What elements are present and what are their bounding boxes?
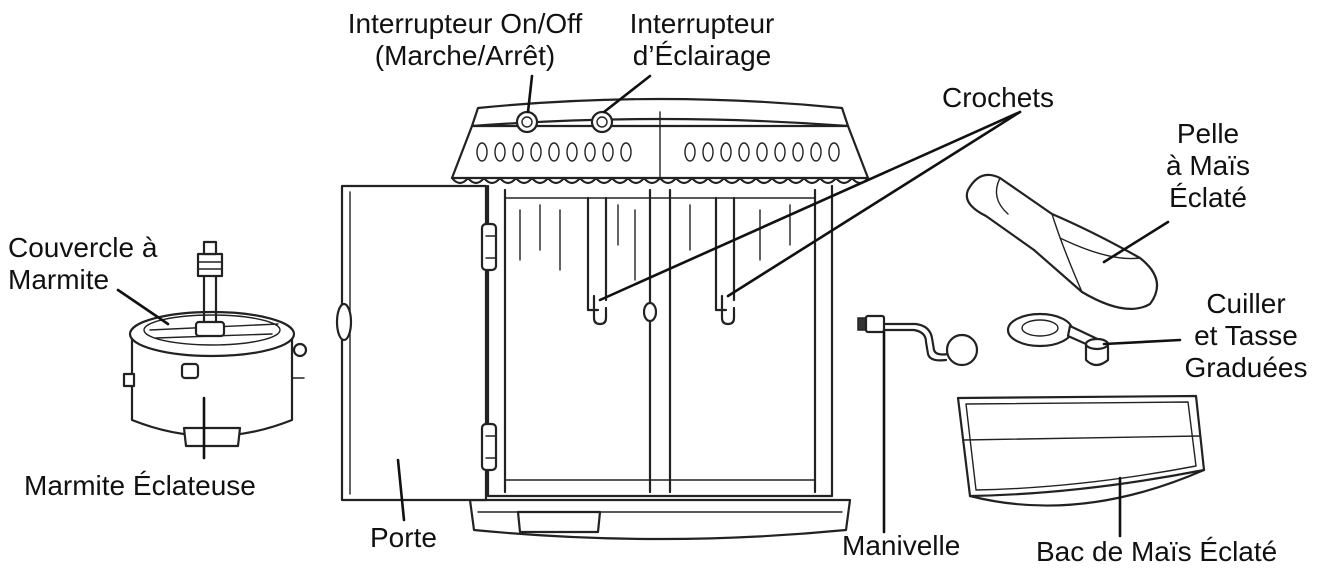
- label-door-text: Porte: [370, 522, 437, 553]
- label-lid: Couvercle à Marmite: [8, 232, 157, 296]
- label-crank: Manivelle: [842, 530, 960, 562]
- label-door: Porte: [370, 522, 437, 554]
- label-switch-onoff-line1: Interrupteur On/Off: [347, 8, 583, 39]
- label-switch-light: Interrupteur d’Éclairage: [592, 8, 812, 72]
- label-spoon-cup-line1: Cuiller: [1206, 288, 1286, 319]
- label-kettle-text: Marmite Éclateuse: [24, 470, 256, 501]
- label-tray-text: Bac de Maïs Éclaté: [1036, 536, 1278, 567]
- label-spoon-cup-line2: et Tasse: [1194, 320, 1298, 351]
- scoop-drawing: [965, 173, 1159, 310]
- label-scoop-line3: Éclaté: [1169, 182, 1247, 213]
- label-switch-onoff-line2: (Marche/Arrêt): [374, 40, 556, 71]
- label-spoon-cup-line3: Graduées: [1184, 352, 1308, 383]
- label-switch-light-line1: Interrupteur: [629, 8, 775, 39]
- label-hooks: Crochets: [942, 82, 1054, 114]
- popcorn-cabinet: [450, 97, 870, 541]
- label-lid-line2: Marmite: [8, 264, 110, 295]
- label-lid-line1: Couvercle à: [8, 232, 158, 263]
- label-scoop-line1: Pelle: [1176, 118, 1240, 149]
- tray-drawing: [956, 394, 1206, 507]
- crank-drawing: [857, 314, 979, 367]
- label-switch-light-line2: d’Éclairage: [632, 40, 772, 71]
- label-kettle: Marmite Éclateuse: [24, 470, 256, 502]
- spoon-cup-drawing: [1006, 312, 1110, 367]
- label-hooks-text: Crochets: [942, 82, 1055, 113]
- label-switch-onoff: Interrupteur On/Off (Marche/Arrêt): [300, 8, 630, 72]
- label-scoop: Pelle à Maïs Éclaté: [1148, 118, 1268, 214]
- label-scoop-line2: à Maïs: [1165, 150, 1251, 181]
- leader-lines: [116, 74, 1182, 538]
- label-tray: Bac de Maïs Éclaté: [1036, 536, 1277, 568]
- door-panel: [335, 184, 498, 502]
- kettle-drawing: [122, 240, 308, 448]
- label-spoon-cup: Cuiller et Tasse Graduées: [1176, 288, 1316, 384]
- label-crank-text: Manivelle: [842, 530, 961, 561]
